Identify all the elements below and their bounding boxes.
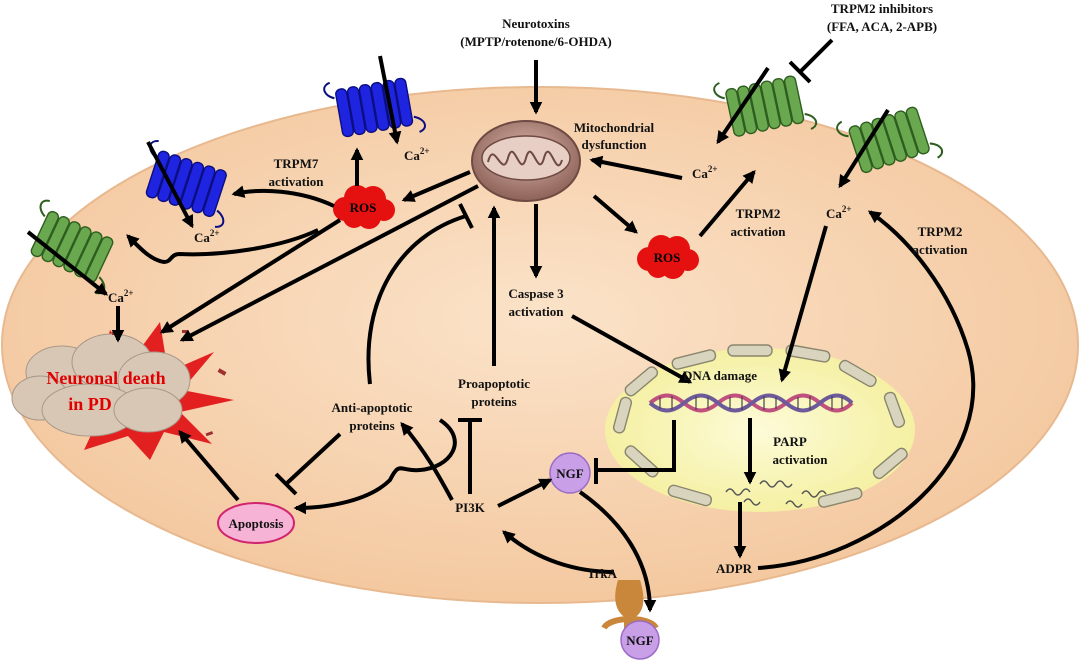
- pi3k-label: PI3K: [455, 500, 486, 515]
- channel-arrow-trpm2-right: [838, 108, 890, 189]
- trpm7-label-2: activation: [269, 174, 325, 189]
- trpm2-mid-label-2: activation: [731, 224, 787, 239]
- trpm2-right-label-1: TRPM2: [918, 224, 963, 239]
- par-fragments-icon: [725, 480, 827, 508]
- dna-helix-icon: [648, 393, 854, 413]
- trpm2-mid-label-1: TRPM2: [736, 206, 781, 221]
- arrow-pi3k-anti: [400, 422, 454, 501]
- arrow-ca-mito: [589, 155, 683, 180]
- inhibit-anti-mito: [366, 214, 467, 385]
- inhibit-anti-apoptosis-bar: [274, 472, 298, 496]
- caspase-label-2: activation: [509, 304, 565, 319]
- arrow-mito-death: [179, 184, 479, 342]
- trka-label: TrkA: [587, 566, 618, 581]
- apoptosis-node: [217, 502, 295, 544]
- trpm2-inhibitors-title: TRPM2 inhibitors: [831, 1, 933, 16]
- mito-label-1: Mitochondrial: [574, 120, 655, 135]
- arrow-ros-ca-merge: [126, 228, 319, 265]
- inhibit-trpm2-inhibitors: [798, 38, 834, 74]
- neuronal-death-label-2: in PD: [68, 394, 112, 414]
- dna-damage-label: DNA damage: [683, 368, 757, 383]
- adpr-label: ADPR: [716, 561, 753, 576]
- arrow-pro-apoptosis: [293, 418, 457, 515]
- neuronal-death-label-1: Neuronal death: [46, 368, 165, 388]
- proapoptotic-label-2: proteins: [471, 394, 516, 409]
- arrow-apoptosis-death: [178, 430, 240, 502]
- ros-right-label: ROS: [654, 250, 681, 265]
- arrow-ros-death: [159, 218, 342, 334]
- arrow-trka-pi3k: [502, 530, 615, 574]
- inhibit-dna-ngf: [598, 420, 676, 472]
- arrow-ca-dna: [778, 225, 828, 383]
- channel-arrow-trpm7-top: [378, 55, 402, 145]
- inhibit-anti-mito-bar: [458, 203, 474, 229]
- ca-label-trpm2-right: Ca2+: [826, 204, 852, 221]
- ngf-top-node: [549, 452, 591, 494]
- neurotoxins-title: Neurotoxins: [502, 16, 570, 31]
- ca-label-trpm7-top: Ca2+: [404, 146, 430, 163]
- parp-label-2: activation: [773, 452, 829, 467]
- arrow-pi3k-ngf: [497, 478, 553, 508]
- inhibit-anti-apoptosis: [284, 432, 342, 486]
- nucleus: [605, 344, 915, 512]
- ca-label-trpm7-left: Ca2+: [194, 228, 220, 245]
- trpm2-inhibitors-list: (FFA, ACA, 2-APB): [827, 19, 937, 34]
- neurotoxins-list: (MPTP/rotenone/6-OHDA): [460, 34, 611, 49]
- arrow-mito-ros-right: [592, 194, 638, 234]
- channel-arrow-trpm2-top-right: [716, 66, 770, 145]
- arrow-ngf-trka: [578, 490, 657, 613]
- arrow-ros-ca-right: [698, 170, 756, 238]
- apoptosis-label: Apoptosis: [229, 516, 284, 531]
- arrow-mito-ros-left: [401, 170, 471, 202]
- ngf-bottom-label: NGF: [626, 633, 654, 648]
- channel-arrow-trpm7-left: [146, 141, 194, 229]
- trpm2-right-label-2: activation: [913, 242, 969, 257]
- ngf-top-label: NGF: [556, 466, 584, 481]
- ca-label-trpm2-mid: Ca2+: [692, 164, 718, 181]
- proapoptotic-label-1: Proapoptotic: [458, 376, 530, 391]
- trka-receptor-icon: [601, 580, 659, 630]
- arrow-adpr-ca: [757, 210, 976, 570]
- parp-label-1: PARP: [773, 434, 807, 449]
- ros-left-label: ROS: [350, 200, 377, 215]
- mitochondrion-icon: [471, 120, 581, 202]
- neuronal-death-burst: [11, 322, 234, 460]
- arrow-caspase-dna: [571, 314, 693, 384]
- trpm7-label-1: TRPM7: [274, 156, 319, 171]
- caspase-label-1: Caspase 3: [508, 286, 564, 301]
- ca-label-trpm2-left: Ca2+: [108, 288, 134, 305]
- inhibit-trpm2-inhibitors-bar: [788, 60, 812, 84]
- channel-arrow-trpm2-left: [26, 230, 109, 296]
- mito-label-2: dysfunction: [581, 137, 647, 152]
- arrow-ros-ca-left: [231, 185, 335, 208]
- anti-apoptotic-label-1: Anti-apoptotic: [332, 400, 413, 415]
- anti-apoptotic-label-2: proteins: [349, 418, 394, 433]
- ngf-bottom-node: [620, 620, 660, 660]
